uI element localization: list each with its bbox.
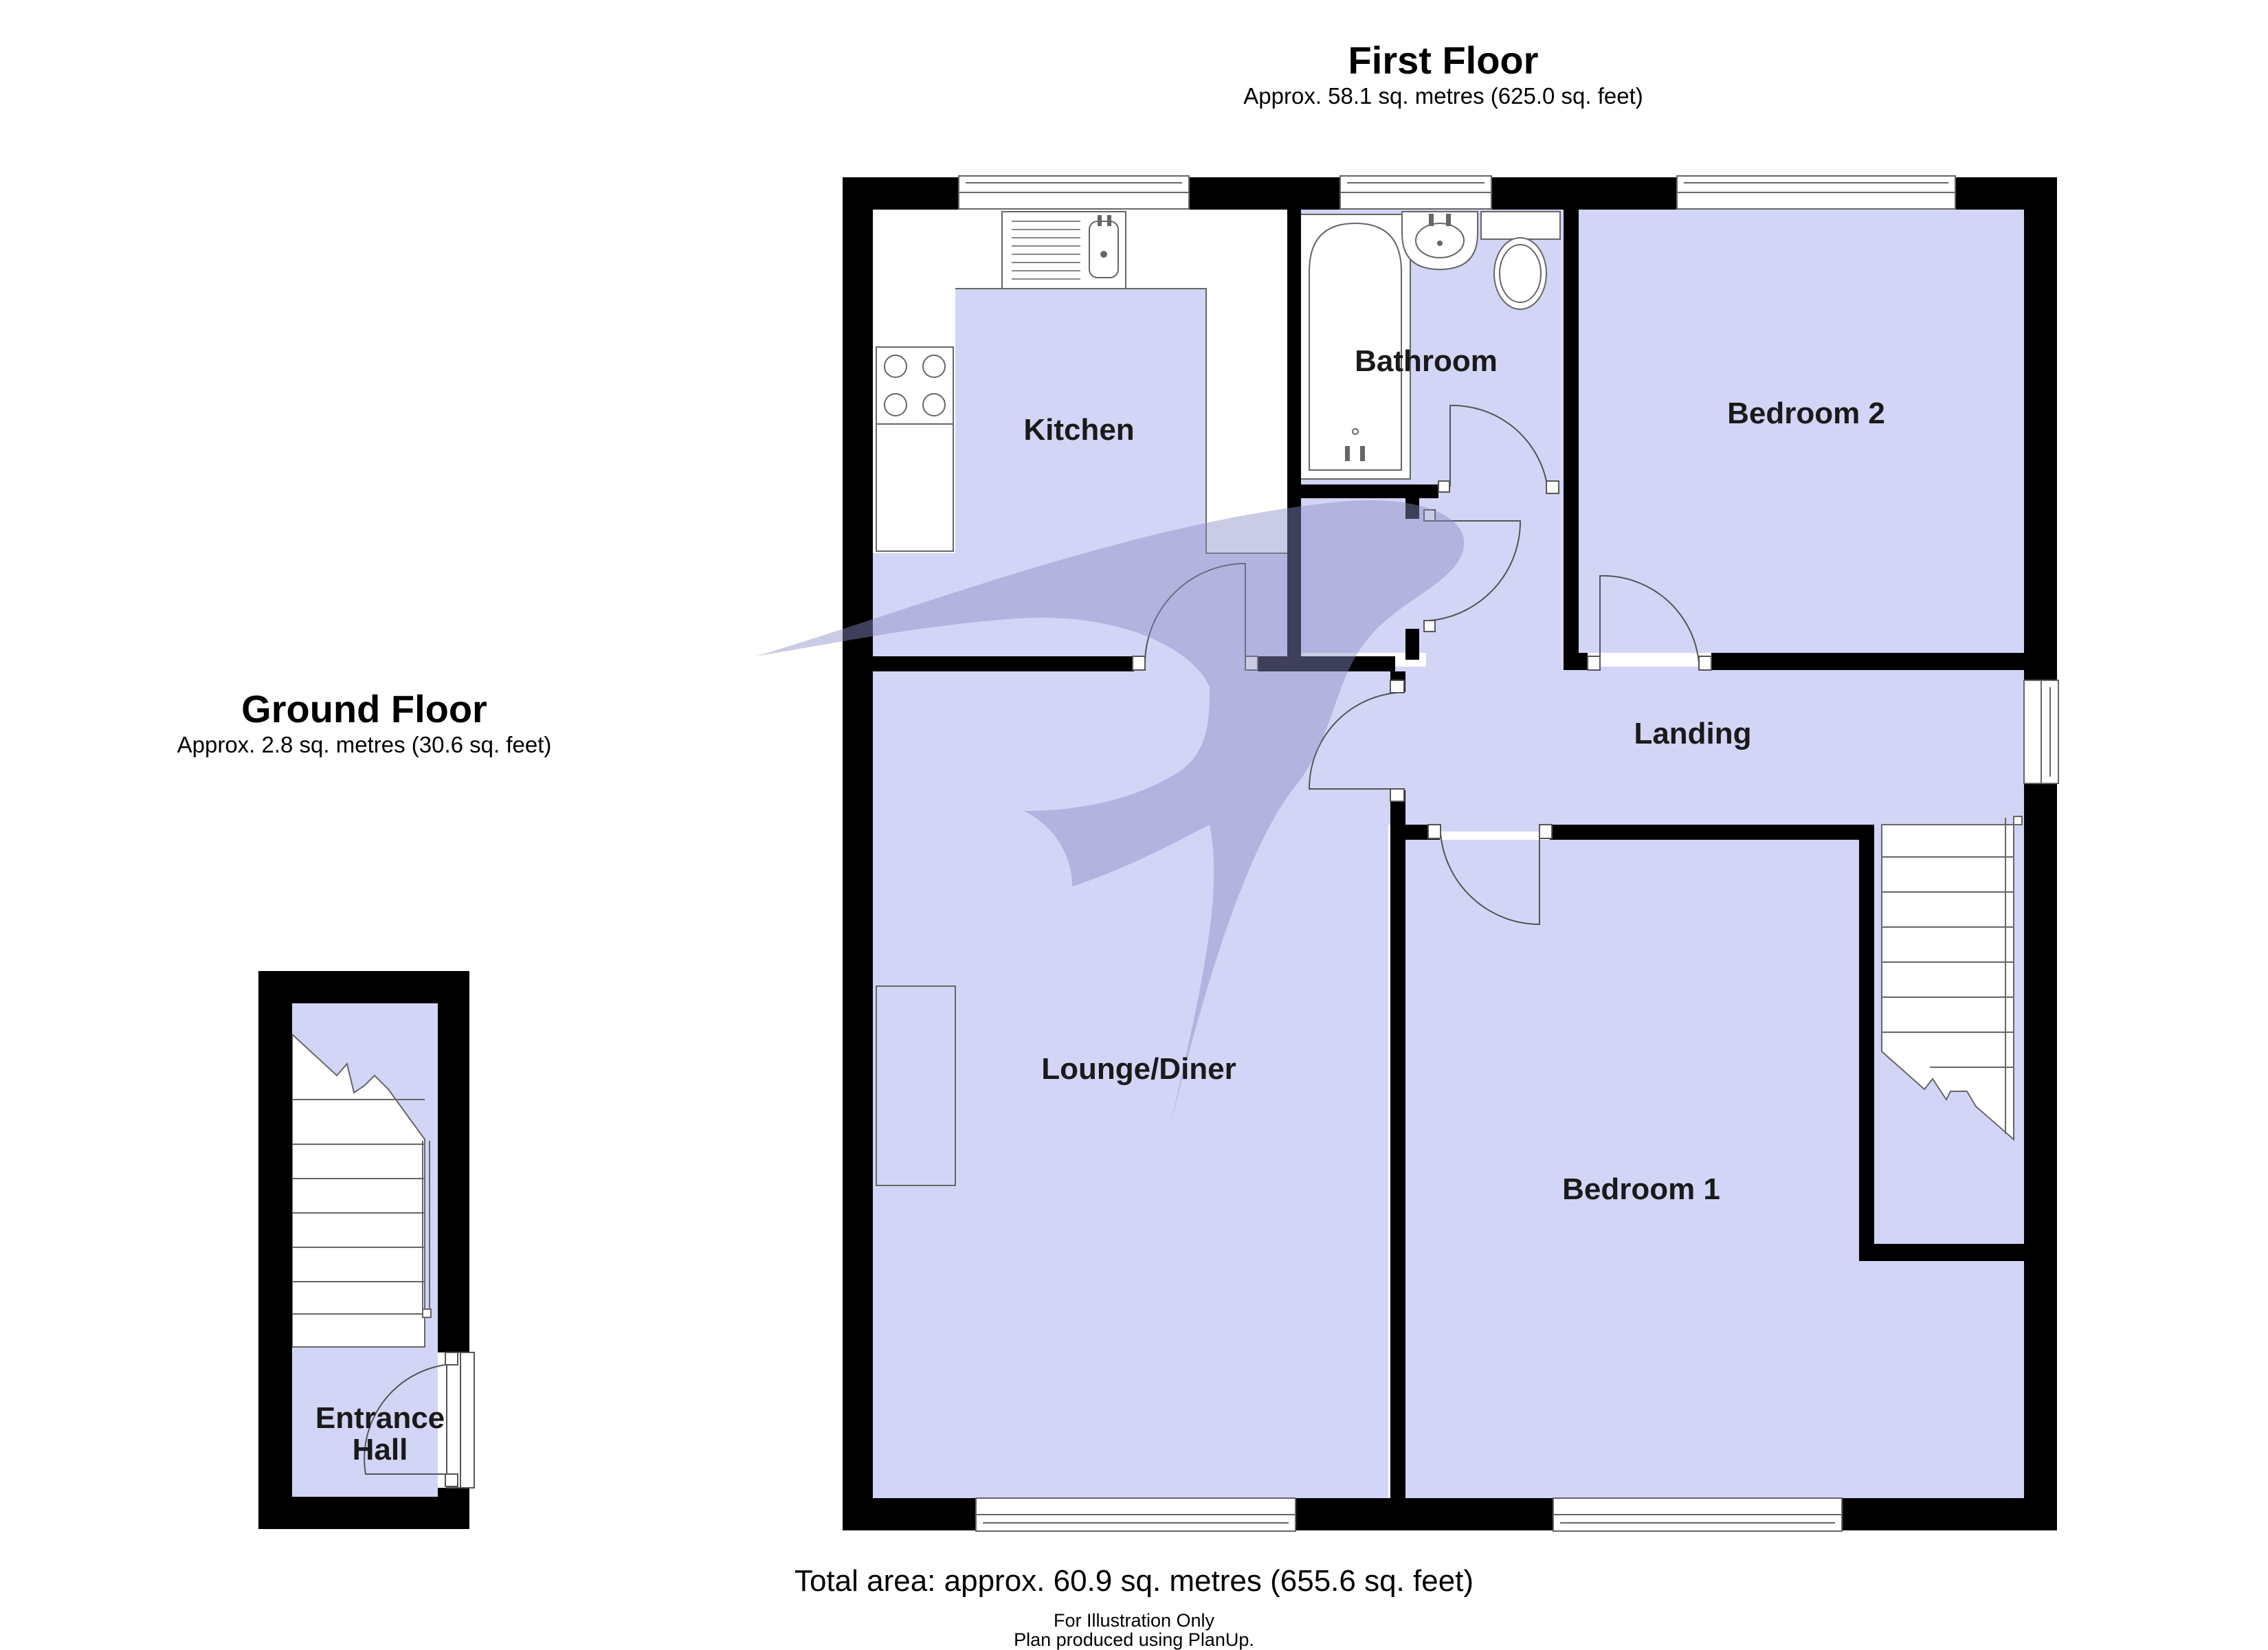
first-floor-area: Approx. 58.1 sq. metres (625.0 sq. feet) — [1243, 83, 1643, 109]
first-floor-stairs-icon — [1881, 816, 2023, 1141]
toilet-icon — [1480, 211, 1561, 310]
kitchen-worktop-left — [876, 423, 954, 552]
ground-floor-plan: Entrance Hall — [258, 971, 475, 1529]
total-area: Total area: approx. 60.9 sq. metres (655… — [794, 1564, 1474, 1598]
kitchen-worktop-outline — [955, 288, 1289, 554]
bedroom1-label: Bedroom 1 — [1562, 1172, 1720, 1206]
planup-note: Plan produced using PlanUp. — [1014, 1629, 1254, 1650]
first-floor-doors — [1132, 404, 1712, 926]
entrance-door — [364, 1352, 475, 1489]
landing-label: Landing — [1634, 717, 1751, 750]
hob-icon — [876, 346, 954, 425]
ground-floor-stairs-icon — [291, 1032, 432, 1348]
ground-floor-heading: Ground Floor Approx. 2.8 sq. metres (30.… — [103, 687, 625, 759]
kitchen-label: Kitchen — [1023, 413, 1134, 447]
bath-icon — [1300, 214, 1411, 480]
lounge-floor — [873, 670, 1388, 1498]
illustration-note: For Illustration Only — [1053, 1610, 1215, 1631]
first-floor-plan: Kitchen Bathroom Bedroom 2 Landing Loung… — [756, 175, 2059, 1532]
ground-floor-title: Ground Floor — [241, 687, 487, 731]
lounge-label: Lounge/Diner — [1041, 1052, 1236, 1086]
ground-floor-area: Approx. 2.8 sq. metres (30.6 sq. feet) — [177, 732, 552, 757]
swallow-logo-watermark — [756, 500, 1465, 1134]
landing-floor — [1289, 667, 2024, 825]
basin-icon — [1401, 211, 1478, 271]
first-floor-title: First Floor — [1348, 38, 1539, 82]
entrance-hall-label-line1: Entrance — [315, 1401, 445, 1435]
kitchen-sink-icon — [1001, 211, 1126, 289]
bedroom2-label: Bedroom 2 — [1727, 397, 1885, 430]
kitchen-lower — [873, 553, 1289, 670]
first-floor-heading: First Floor Approx. 58.1 sq. metres (625… — [1168, 38, 1718, 110]
bathroom-label: Bathroom — [1355, 344, 1498, 378]
ground-floor-walls — [258, 971, 469, 1529]
lounge-unit — [876, 985, 956, 1186]
bedroom2-floor — [1577, 210, 2024, 653]
entrance-hall-label-line2: Hall — [353, 1433, 408, 1467]
first-floor-windows — [958, 175, 2059, 1532]
cupboard-floor — [1301, 498, 1426, 653]
